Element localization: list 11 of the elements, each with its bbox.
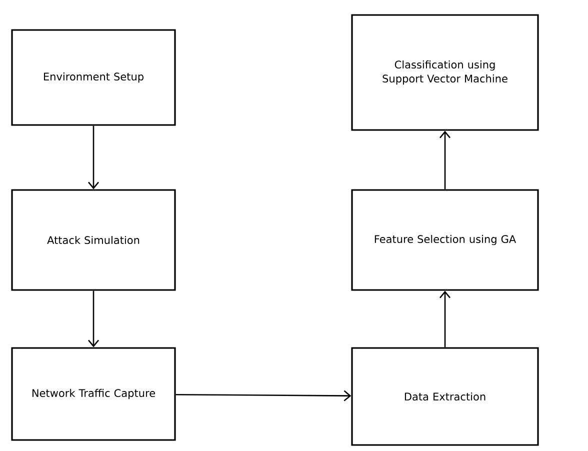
process-box: Environment Setup: [11, 29, 176, 126]
arrow: [440, 290, 450, 348]
arrow: [88, 126, 99, 190]
arrow: [88, 290, 99, 348]
process-box: Network Traffic Capture: [11, 347, 176, 441]
arrow: [176, 390, 352, 402]
process-box: Data Extraction: [351, 347, 539, 446]
process-box: Attack Simulation: [11, 189, 176, 291]
process-box: Classification using Support Vector Machine: [351, 14, 539, 131]
process-box: Feature Selection using GA: [351, 189, 539, 291]
arrow: [440, 130, 450, 190]
